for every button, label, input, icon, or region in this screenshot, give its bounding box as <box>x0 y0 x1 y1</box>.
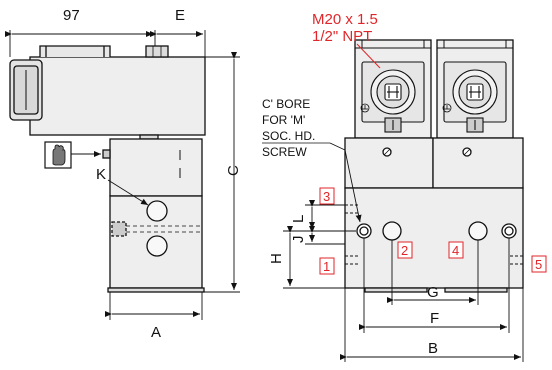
manual-override-hand-icon <box>44 141 72 169</box>
port-label-2: 2 <box>401 243 408 258</box>
dim-a: A <box>151 324 161 341</box>
side-view-dimensions <box>5 30 240 320</box>
dim-k: K <box>96 166 106 183</box>
port-label-4: 4 <box>452 243 459 258</box>
conduit-thread-label: M20 x 1.5 <box>312 11 378 28</box>
port-label-1: 1 <box>323 259 330 274</box>
dim-f: F <box>430 310 439 327</box>
manifold-body <box>344 187 524 289</box>
port-label-3: 3 <box>323 189 330 204</box>
dim-l: L <box>290 215 307 223</box>
connector-right <box>443 61 507 133</box>
note-line-4: SCREW <box>262 145 307 159</box>
solenoid-housing <box>29 56 206 136</box>
side-view <box>9 45 206 293</box>
dim-h: H <box>268 253 285 264</box>
conduit-npt-label: 1/2" NPT <box>312 28 372 45</box>
dim-c: C <box>225 165 242 176</box>
conduit-leader <box>356 43 381 69</box>
dim-e: E <box>175 7 185 24</box>
port-4-circle <box>468 221 488 241</box>
front-view-dimensions <box>283 200 524 362</box>
port-label-5: 5 <box>535 257 542 272</box>
port-k-lower <box>146 235 168 257</box>
ground-symbol-icon <box>360 103 452 113</box>
dim-j: J <box>290 236 307 244</box>
valve-body-upper <box>109 138 203 197</box>
port-2-circle <box>382 221 402 241</box>
port-labels <box>319 187 547 275</box>
note-line-3: SOC. HD. <box>262 129 315 143</box>
note-line-2: FOR 'M' <box>262 113 305 127</box>
note-leader <box>329 142 362 223</box>
port-k-upper <box>146 200 168 222</box>
dim-b: B <box>428 340 438 357</box>
dim-g: G <box>427 284 439 301</box>
connector-left <box>361 61 425 133</box>
dim-97: 97 <box>63 7 80 24</box>
note-line-1: C' BORE <box>262 97 310 111</box>
